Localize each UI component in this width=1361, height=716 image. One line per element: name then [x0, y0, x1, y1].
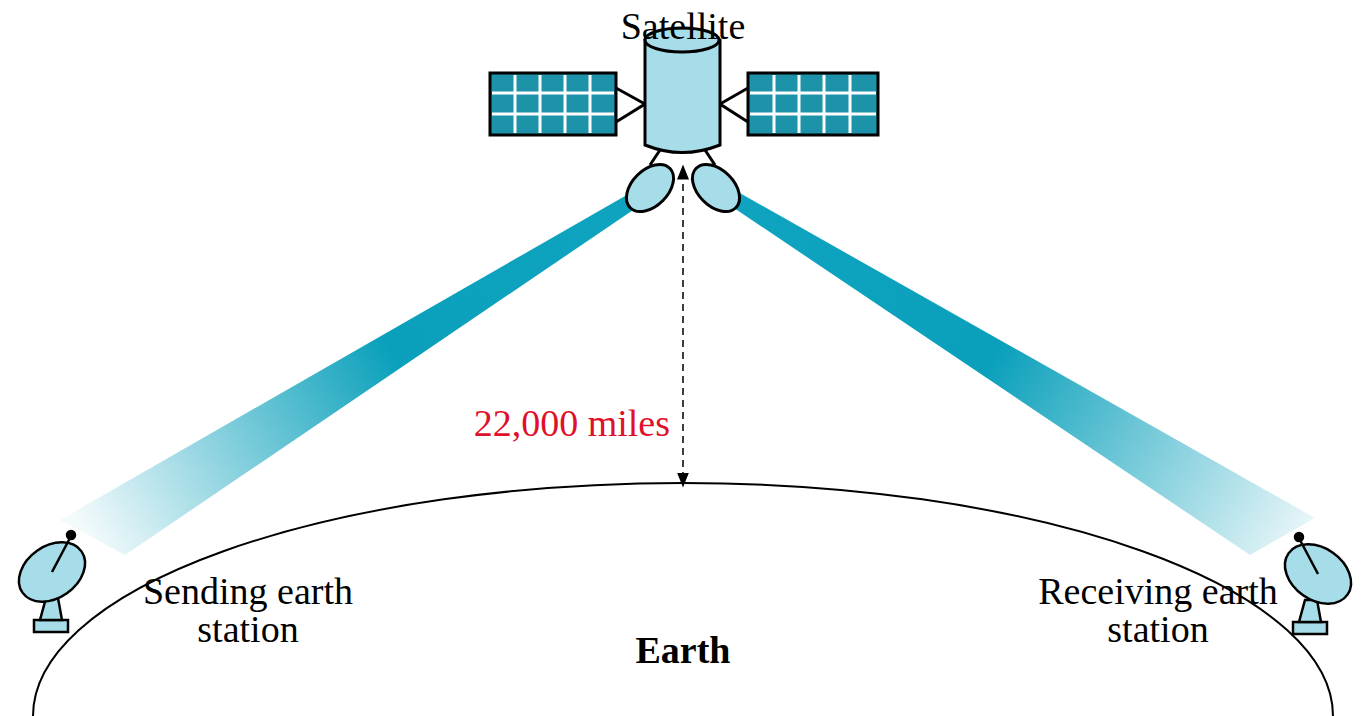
satellite-icon: [490, 28, 878, 221]
station-label: Sending earth station: [123, 572, 373, 648]
downlink-beam: [728, 192, 1315, 555]
station-label: Receiving earth station: [1023, 572, 1293, 648]
distance-arrow: [682, 172, 684, 480]
sending-dish-icon: [8, 530, 97, 632]
earth-outline: [33, 483, 1333, 716]
receiving-dish-icon: [1274, 532, 1361, 634]
earth-label: Earth: [583, 631, 783, 669]
uplink-beam: [60, 192, 642, 555]
distance-label: 22,000 miles: [370, 404, 670, 442]
satellite-label: Satellite: [533, 7, 833, 45]
